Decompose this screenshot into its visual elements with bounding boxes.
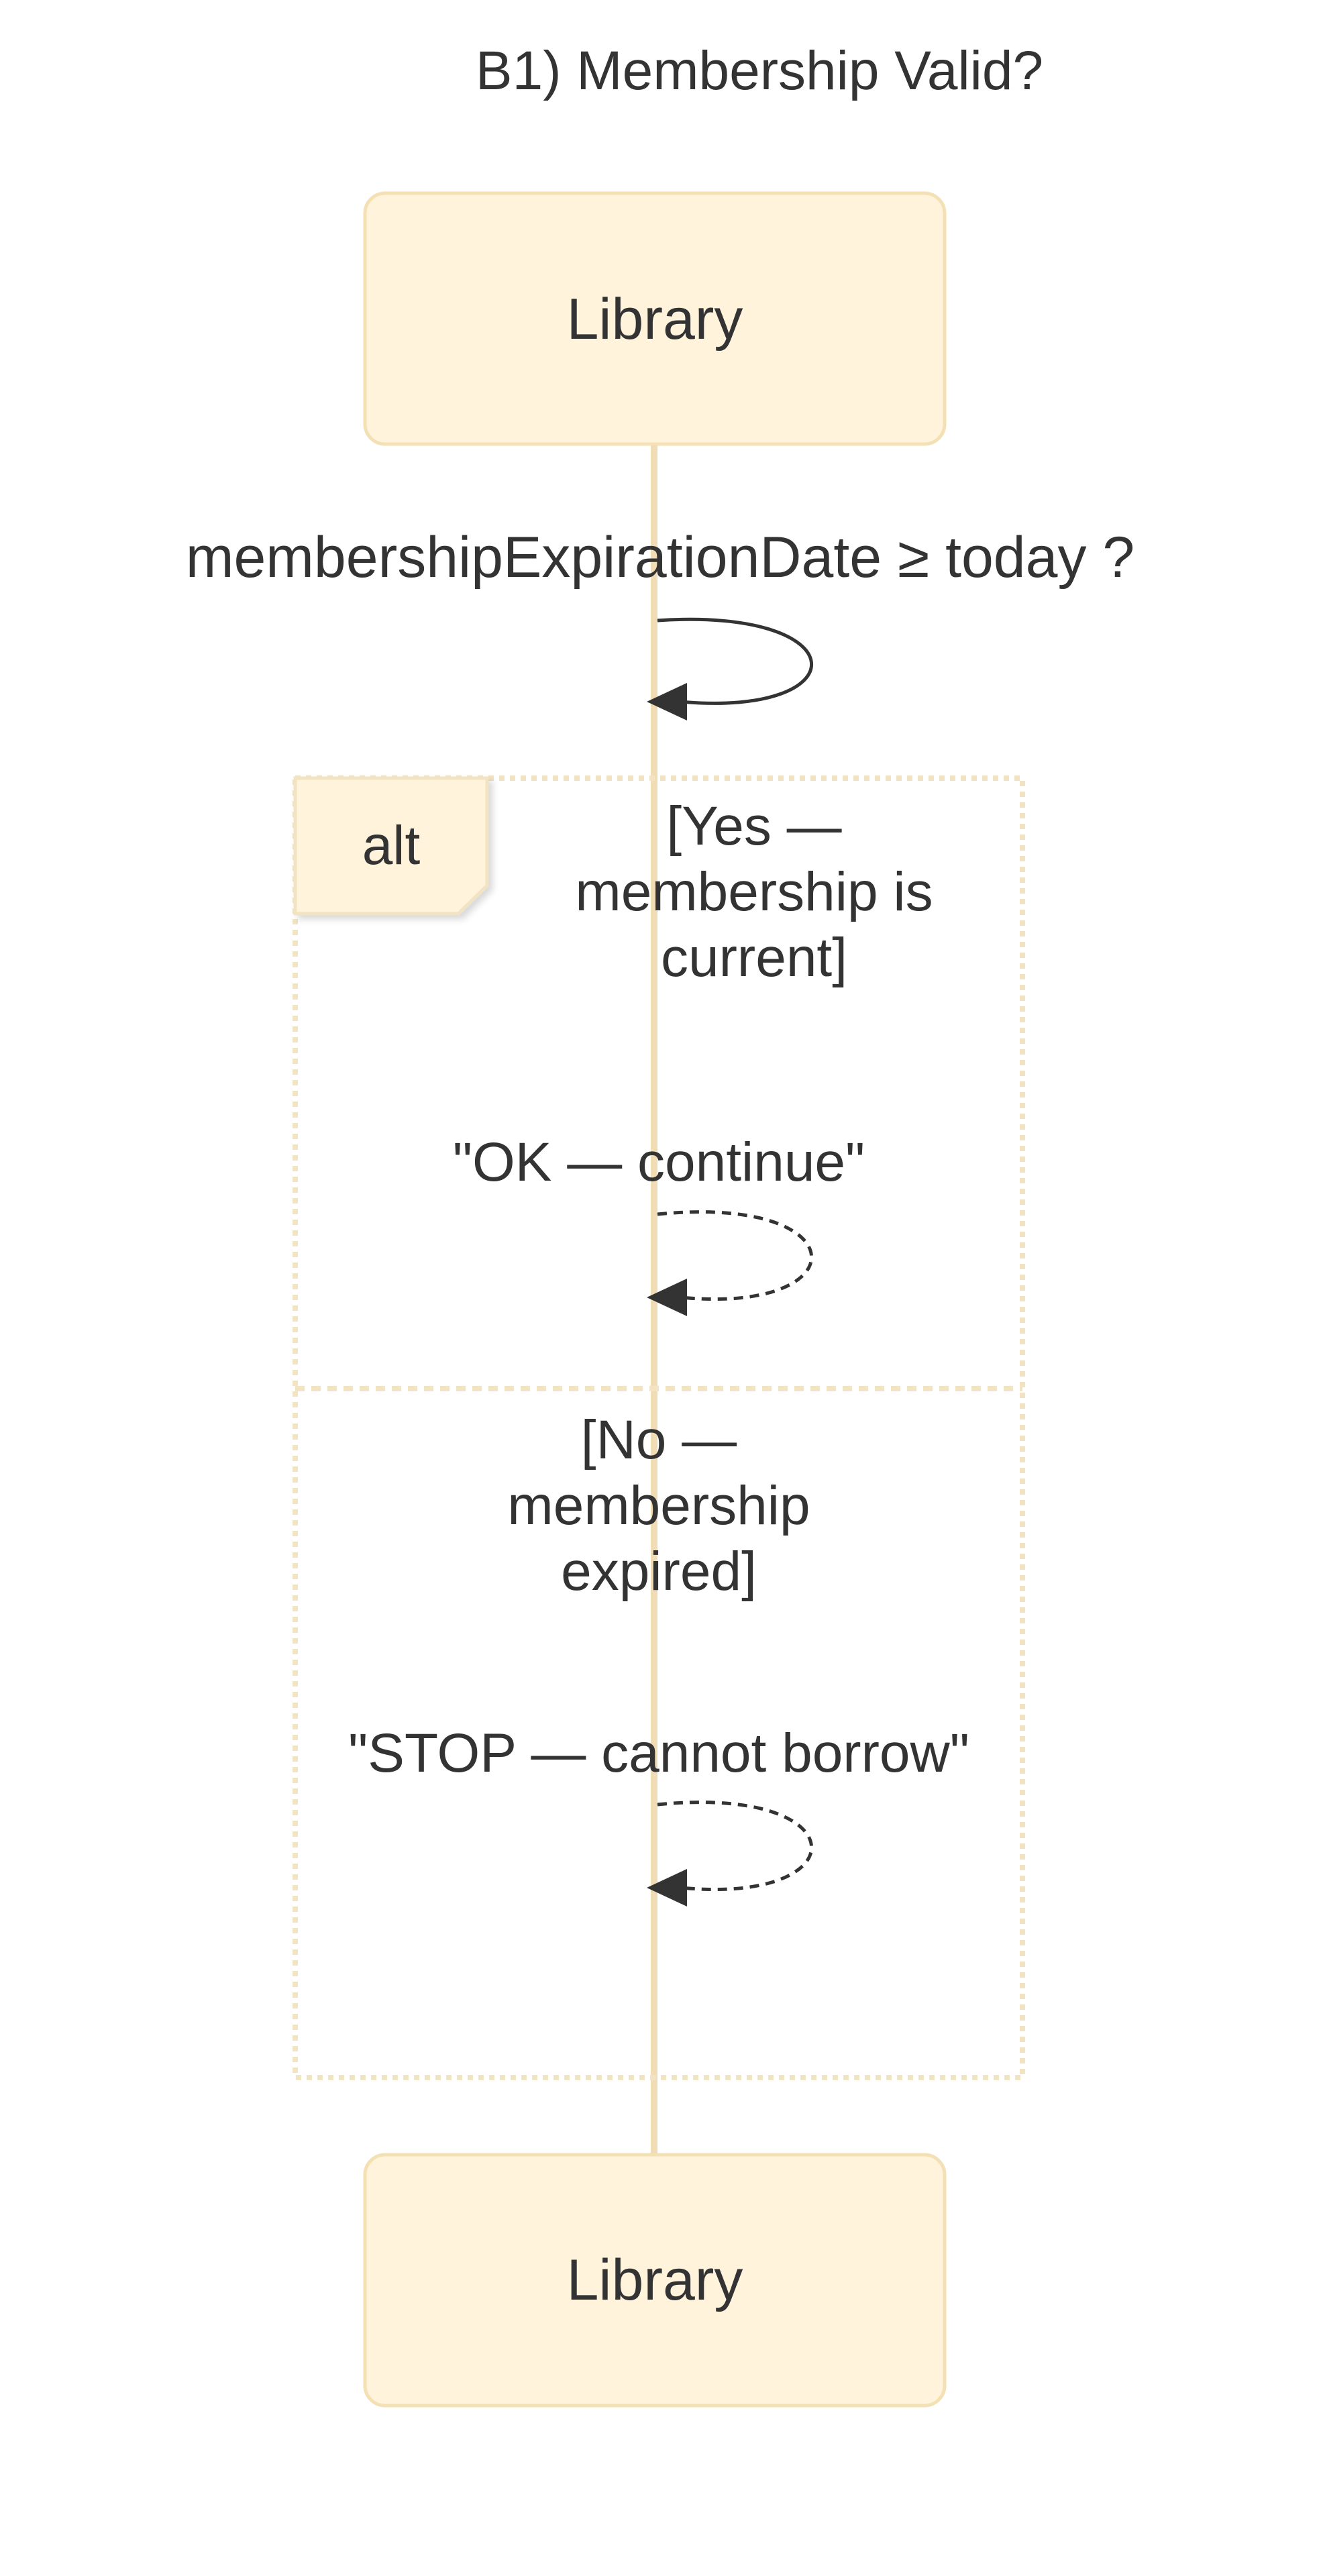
alt-fragment-box (293, 775, 1025, 2080)
yes-guard-line-2: membership is (575, 861, 933, 922)
yes-guard-line-3: current] (661, 927, 847, 988)
alt-operator-tab: alt (293, 776, 489, 916)
participant-library-top: Library (363, 191, 947, 446)
check-message-arrowhead (647, 683, 687, 720)
no-guard: [No — membership expired] (507, 1409, 810, 1602)
yes-reply-arrow (657, 1210, 813, 1301)
diagram-title: B1) Membership Valid? (476, 40, 1043, 101)
yes-reply-label: "OK — continue" (453, 1132, 865, 1193)
check-message-arrow (657, 617, 813, 705)
yes-guard-line-1: [Yes — (666, 796, 841, 857)
alt-operator-label: alt (362, 815, 421, 876)
no-reply-label: "STOP — cannot borrow" (348, 1723, 969, 1784)
check-message-label: membershipExpirationDate ≥ today ? (186, 525, 1134, 590)
participant-label-top: Library (567, 287, 743, 352)
no-guard-line-2: membership (507, 1475, 810, 1536)
no-guard-line-1: [No — (581, 1409, 737, 1470)
yes-reply-arrowhead (647, 1279, 687, 1316)
yes-guard: [Yes — membership is current] (575, 796, 933, 988)
participant-label-bottom: Library (567, 2248, 743, 2312)
no-reply-arrowhead (647, 1869, 687, 1907)
participant-library-bottom: Library (363, 2153, 947, 2408)
no-guard-line-3: expired] (561, 1541, 757, 1602)
no-reply-arrow (657, 1801, 813, 1892)
